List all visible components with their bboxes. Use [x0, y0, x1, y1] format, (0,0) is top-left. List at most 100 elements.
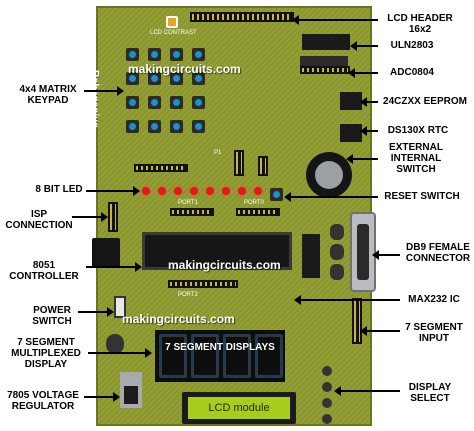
rtc-coin-cell: [306, 152, 352, 198]
callout-lcd-header: LCD HEADER 16x2: [387, 13, 453, 35]
callout-reset-switch: RESET SWITCH: [384, 191, 460, 202]
keypad-key[interactable]: [148, 96, 161, 109]
callout-keypad: 4x4 MATRIX KEYPAD: [19, 84, 77, 106]
callout-controller: 8051 CONTROLLER: [9, 260, 79, 282]
reset-switch-arrow: [284, 192, 378, 202]
watermark-bottom: makingcircuits.com: [122, 312, 235, 326]
led: [174, 187, 182, 195]
led: [142, 187, 150, 195]
keypad-key[interactable]: [126, 48, 139, 61]
seven-segment-label: 7 SEGMENT DISPLAYS: [165, 342, 275, 353]
callout-power-switch: POWER SWITCH: [32, 305, 72, 327]
switch-header: [258, 156, 268, 176]
led: [238, 187, 246, 195]
callout-isp: ISP CONNECTION: [5, 209, 73, 231]
p1-header: [234, 150, 244, 176]
p1-silk: P1: [214, 150, 222, 156]
seven-segment-digit: [159, 334, 187, 378]
keypad-key[interactable]: [148, 72, 161, 85]
port0-silk: PORT0: [244, 200, 264, 206]
seven-segment-digit: [191, 334, 219, 378]
callout-display-select: DISPLAY SELECT: [408, 382, 452, 404]
lcd-header-arrow: [292, 15, 378, 25]
keypad-key[interactable]: [148, 48, 161, 61]
lcd-contrast-pot: [166, 16, 178, 28]
port2-header: [168, 280, 238, 288]
keypad-key[interactable]: [170, 120, 183, 133]
callout-adc0804: ADC0804: [390, 67, 434, 78]
dc-power-jack[interactable]: [92, 238, 120, 268]
callout-max232: MAX232 IC: [408, 294, 460, 305]
uln2803-chip: [302, 34, 350, 50]
port0-header: [236, 208, 280, 216]
adc0804-arrow: [348, 68, 378, 78]
brand-logo-text: Robogenius: [89, 70, 100, 128]
seven-segment-digit: [255, 334, 283, 378]
db9-female-connector[interactable]: [350, 212, 376, 292]
callout-db9: DB9 FEMALE CONNECTOR: [405, 242, 471, 264]
adc0804-chip: [300, 56, 348, 66]
isp-header: [108, 202, 118, 232]
keypad-key[interactable]: [170, 72, 183, 85]
keypad-key[interactable]: [192, 96, 205, 109]
callout-uln2803: ULN2803: [390, 40, 434, 51]
db9-arrow: [372, 250, 400, 260]
controller-arrow: [86, 262, 142, 272]
keypad-key[interactable]: [126, 72, 139, 85]
lcd-contrast-silk: LCD CONTRAST: [150, 30, 197, 36]
port1-header: [170, 208, 214, 216]
keypad-key[interactable]: [170, 96, 183, 109]
callout-rtc: DS130X RTC: [387, 125, 449, 136]
capacitor: [330, 264, 344, 280]
isp-arrow: [72, 212, 108, 222]
adc0804-header: [300, 66, 350, 74]
display-select-transistor: [322, 366, 332, 376]
power-switch[interactable]: [114, 296, 126, 318]
keypad-key[interactable]: [126, 120, 139, 133]
display-select-transistor: [322, 382, 332, 392]
led: [222, 187, 230, 195]
watermark-top: makingcircuits.com: [128, 62, 241, 76]
port2-silk: PORT2: [178, 292, 198, 298]
led: [206, 187, 214, 195]
callout-led8: 8 BIT LED: [35, 184, 83, 195]
rtc-chip: [340, 124, 362, 142]
eeprom-arrow: [360, 97, 378, 107]
eeprom-chip: [340, 92, 362, 110]
keypad-key[interactable]: [192, 120, 205, 133]
rtc-arrow: [360, 126, 378, 136]
max232-arrow: [294, 295, 400, 305]
seven-segment-display: 7 SEGMENT DISPLAYS: [155, 330, 285, 382]
power-switch-arrow: [78, 307, 114, 317]
lcd-screen: LCD module: [188, 397, 290, 419]
reset-switch[interactable]: [270, 188, 283, 201]
8051-controller-chip: [142, 232, 292, 270]
capacitor: [330, 224, 344, 240]
capacitor: [330, 244, 344, 260]
seven-segment-digit: [223, 334, 251, 378]
keypad-key[interactable]: [192, 48, 205, 61]
watermark-middle: makingcircuits.com: [168, 258, 281, 272]
lcd-header-connector: [190, 12, 294, 22]
keypad-key[interactable]: [148, 120, 161, 133]
external-switch-arrow: [346, 154, 378, 164]
seg-input-arrow: [360, 326, 400, 336]
keypad-key[interactable]: [170, 48, 183, 61]
led: [254, 187, 262, 195]
led: [190, 187, 198, 195]
callout-multiplexed: 7 SEGMENT MULTIPLEXED DISPLAY: [11, 337, 81, 370]
lcd-module: LCD module: [182, 392, 296, 424]
display-select-transistor: [322, 414, 332, 424]
led: [158, 187, 166, 195]
callout-eeprom: 24CZXX EEPROM: [383, 96, 467, 107]
keypad-key[interactable]: [126, 96, 139, 109]
max232-chip: [302, 234, 320, 278]
callout-external-switch: EXTERNAL INTERNAL SWITCH: [389, 142, 443, 175]
callout-seg-input: 7 SEGMENT INPUT: [405, 322, 463, 344]
regulator-arrow: [84, 392, 120, 402]
keypad-header: [134, 164, 188, 172]
display-select-arrow: [334, 386, 400, 396]
keypad-key[interactable]: [192, 72, 205, 85]
uln2803-arrow: [350, 41, 378, 51]
seven-segment-input-header: [352, 298, 362, 344]
